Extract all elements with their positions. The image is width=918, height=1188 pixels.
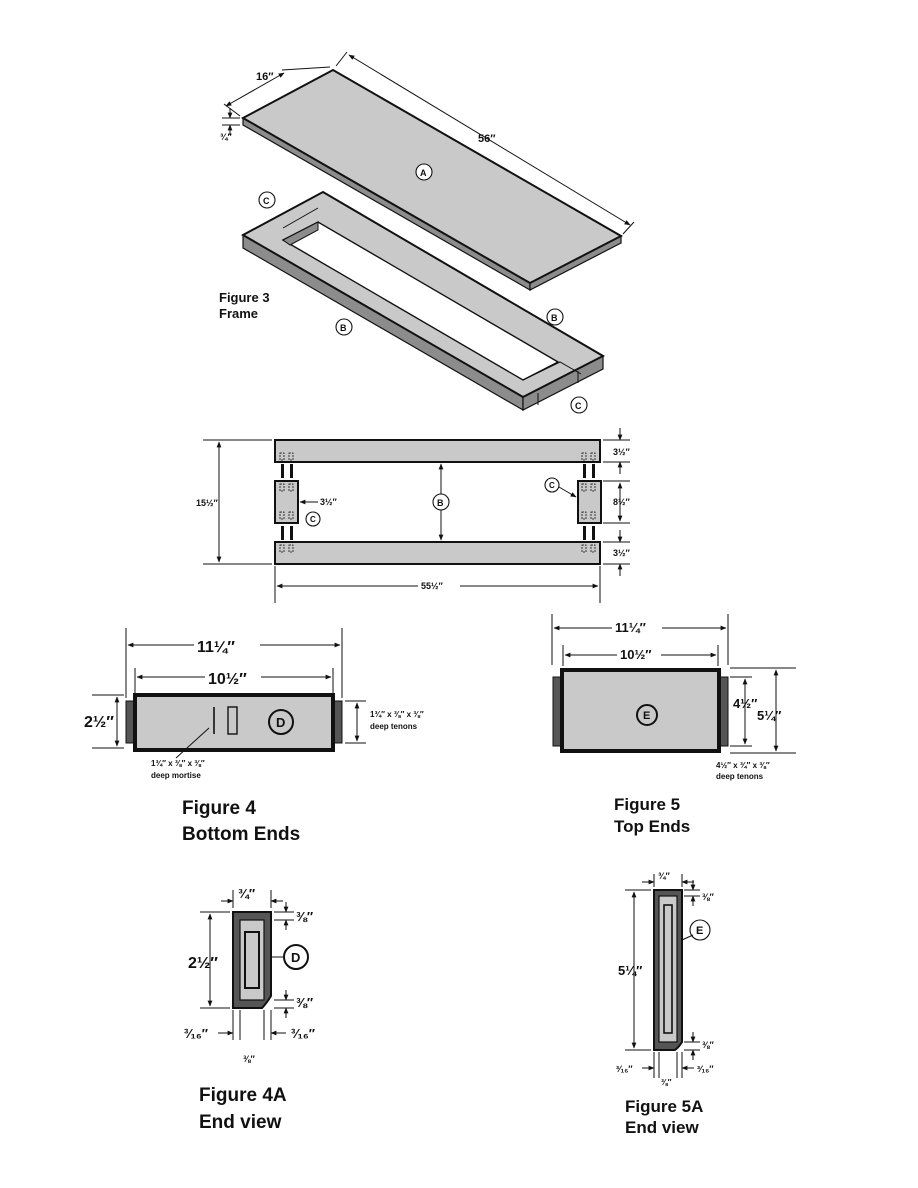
figure4a-caption-line1: Figure 4A xyxy=(199,1085,287,1106)
dim-left-edge-4a: ³⁄₁₆″ xyxy=(184,1026,208,1041)
label-c-left-circle xyxy=(305,511,321,527)
mortise xyxy=(227,706,238,735)
dim-top-offset-4a: ⅜″ xyxy=(296,909,313,924)
tenon-note-line1-4: 1¾″ x ⅜″ x ⅜″ xyxy=(370,710,424,719)
dim-height-4: 2½″ xyxy=(84,714,114,731)
dim-right-edge-5a: ³⁄₁₆″ xyxy=(697,1064,714,1074)
dim-inner-length-4: 10½″ xyxy=(208,671,247,688)
label-b-left: B xyxy=(340,323,347,333)
dim-bottom-offset-5a: ⅜″ xyxy=(702,1040,715,1050)
label-c-right-circle xyxy=(544,477,560,493)
figure4-caption-line1: Figure 4 xyxy=(182,798,256,819)
dim-end-width: 3½″ xyxy=(320,497,338,507)
dim-slot-width-4a: ⅜″ xyxy=(243,1054,256,1064)
label-d-4a: D xyxy=(291,950,300,965)
label-c-top: C xyxy=(263,196,270,206)
dim-top-length: 56″ xyxy=(478,133,496,145)
dim-width-4a: ¾″ xyxy=(238,886,255,901)
dim-top-length-line xyxy=(348,54,631,226)
label-c-bottom-circle xyxy=(570,396,588,414)
figure3: 16″ 56″ ¾″ A C B B C xyxy=(219,51,635,414)
figure4: D 11¼″ 10½″ 2½″ 1¾″ x ⅜″ x ⅜″ deep tenon… xyxy=(84,628,424,845)
dim-width-5a: ¾″ xyxy=(658,871,671,881)
label-c-right: C xyxy=(549,481,555,490)
label-e-circle xyxy=(636,704,658,726)
label-b-left-circle xyxy=(335,318,353,336)
top-rail xyxy=(274,439,601,463)
right-end-piece xyxy=(577,480,602,524)
figure3-caption-line2: Frame xyxy=(219,306,258,321)
tenon-note-line2-4: deep tenons xyxy=(370,722,418,731)
figure5-caption-line2: Top Ends xyxy=(614,817,690,836)
dim-right-edge-4a: ³⁄₁₆″ xyxy=(291,1026,315,1041)
dim-slot-width-5a: ⅜″ xyxy=(661,1078,672,1087)
label-b-plan-circle xyxy=(432,493,450,511)
left-end-piece xyxy=(274,480,299,524)
figure5a-caption-line1: Figure 5A xyxy=(625,1097,703,1116)
figure3-caption-line1: Figure 3 xyxy=(219,290,270,305)
dim-inner-length-5: 10½″ xyxy=(620,647,652,662)
figure5a-caption-line2: End view xyxy=(625,1118,699,1137)
bottom-rail xyxy=(274,541,601,565)
mortise-note-line1: 1¾″ x ⅜″ x ⅜″ xyxy=(151,759,205,768)
figure4a-caption-line2: End view xyxy=(199,1112,282,1133)
label-d: D xyxy=(276,715,285,730)
label-c-bottom: C xyxy=(575,401,582,411)
figure5-caption-line1: Figure 5 xyxy=(614,795,680,814)
label-d-circle xyxy=(268,709,294,735)
frame-assembly xyxy=(240,190,606,412)
label-b-plan: B xyxy=(437,498,444,508)
figure5: E 11¼″ 10½″ 4½″ 5¼″ 4½″ x ¾″ x ⅜″ deep t… xyxy=(551,614,796,836)
dim-bottom-offset-4a: ⅜″ xyxy=(296,995,313,1010)
label-c-left: C xyxy=(310,515,316,524)
dim-height-5: 5¼″ xyxy=(757,708,781,723)
dim-overall-length-5: 11¼″ xyxy=(615,620,646,635)
dim-top-thickness: ¾″ xyxy=(220,132,233,142)
dim-top-width-line xyxy=(225,72,285,107)
dim-top-width: 16″ xyxy=(256,71,274,83)
dim-rail-height-top: 3½″ xyxy=(613,447,631,457)
label-e: E xyxy=(643,710,650,722)
label-a-circle xyxy=(415,163,433,181)
dim-overall-height: 15½″ xyxy=(196,498,219,508)
label-e-5a-circle xyxy=(689,919,711,941)
top-end-board xyxy=(560,668,721,753)
dim-height-5a: 5¼″ xyxy=(618,963,642,978)
dim-top-offset-5a: ⅜″ xyxy=(702,892,715,902)
tenon-note-line1-5: 4½″ x ¾″ x ⅜″ xyxy=(716,761,770,770)
mortise-note-line2: deep mortise xyxy=(151,771,201,780)
figure4-caption-line2: Bottom Ends xyxy=(182,824,300,845)
dim-rail-height-bottom: 3½″ xyxy=(613,548,631,558)
dim-tenon-height-5: 4½″ xyxy=(733,696,757,711)
label-b-right-circle xyxy=(546,308,564,326)
label-e-5a: E xyxy=(696,925,703,937)
figure4a: D ¾″ 2½″ ⅜″ ⅜″ ³⁄₁₆″ ³⁄₁₆″ ⅜″ Figure 4A … xyxy=(184,886,315,1133)
label-c-top-circle xyxy=(258,191,276,209)
figure5a: E ¾″ 5¼″ ⅜″ ⅜″ ³⁄₁₆″ ³⁄₁₆″ ⅜″ Figure 5A … xyxy=(616,871,715,1137)
label-a: A xyxy=(420,168,427,178)
dim-overall-length: 55½″ xyxy=(421,581,444,591)
dim-height-4a: 2½″ xyxy=(188,955,218,972)
label-b-right: B xyxy=(551,313,558,323)
frame-plan: 15½″ B 3½″ C C 3½″ 8½″ 3½″ 55½″ xyxy=(196,428,631,603)
dim-left-edge-5a: ³⁄₁₆″ xyxy=(616,1064,633,1074)
dim-overall-length-4: 11¼″ xyxy=(197,639,235,656)
tenon-note-line2-5: deep tenons xyxy=(716,772,764,781)
dim-end-height: 8½″ xyxy=(613,497,631,507)
